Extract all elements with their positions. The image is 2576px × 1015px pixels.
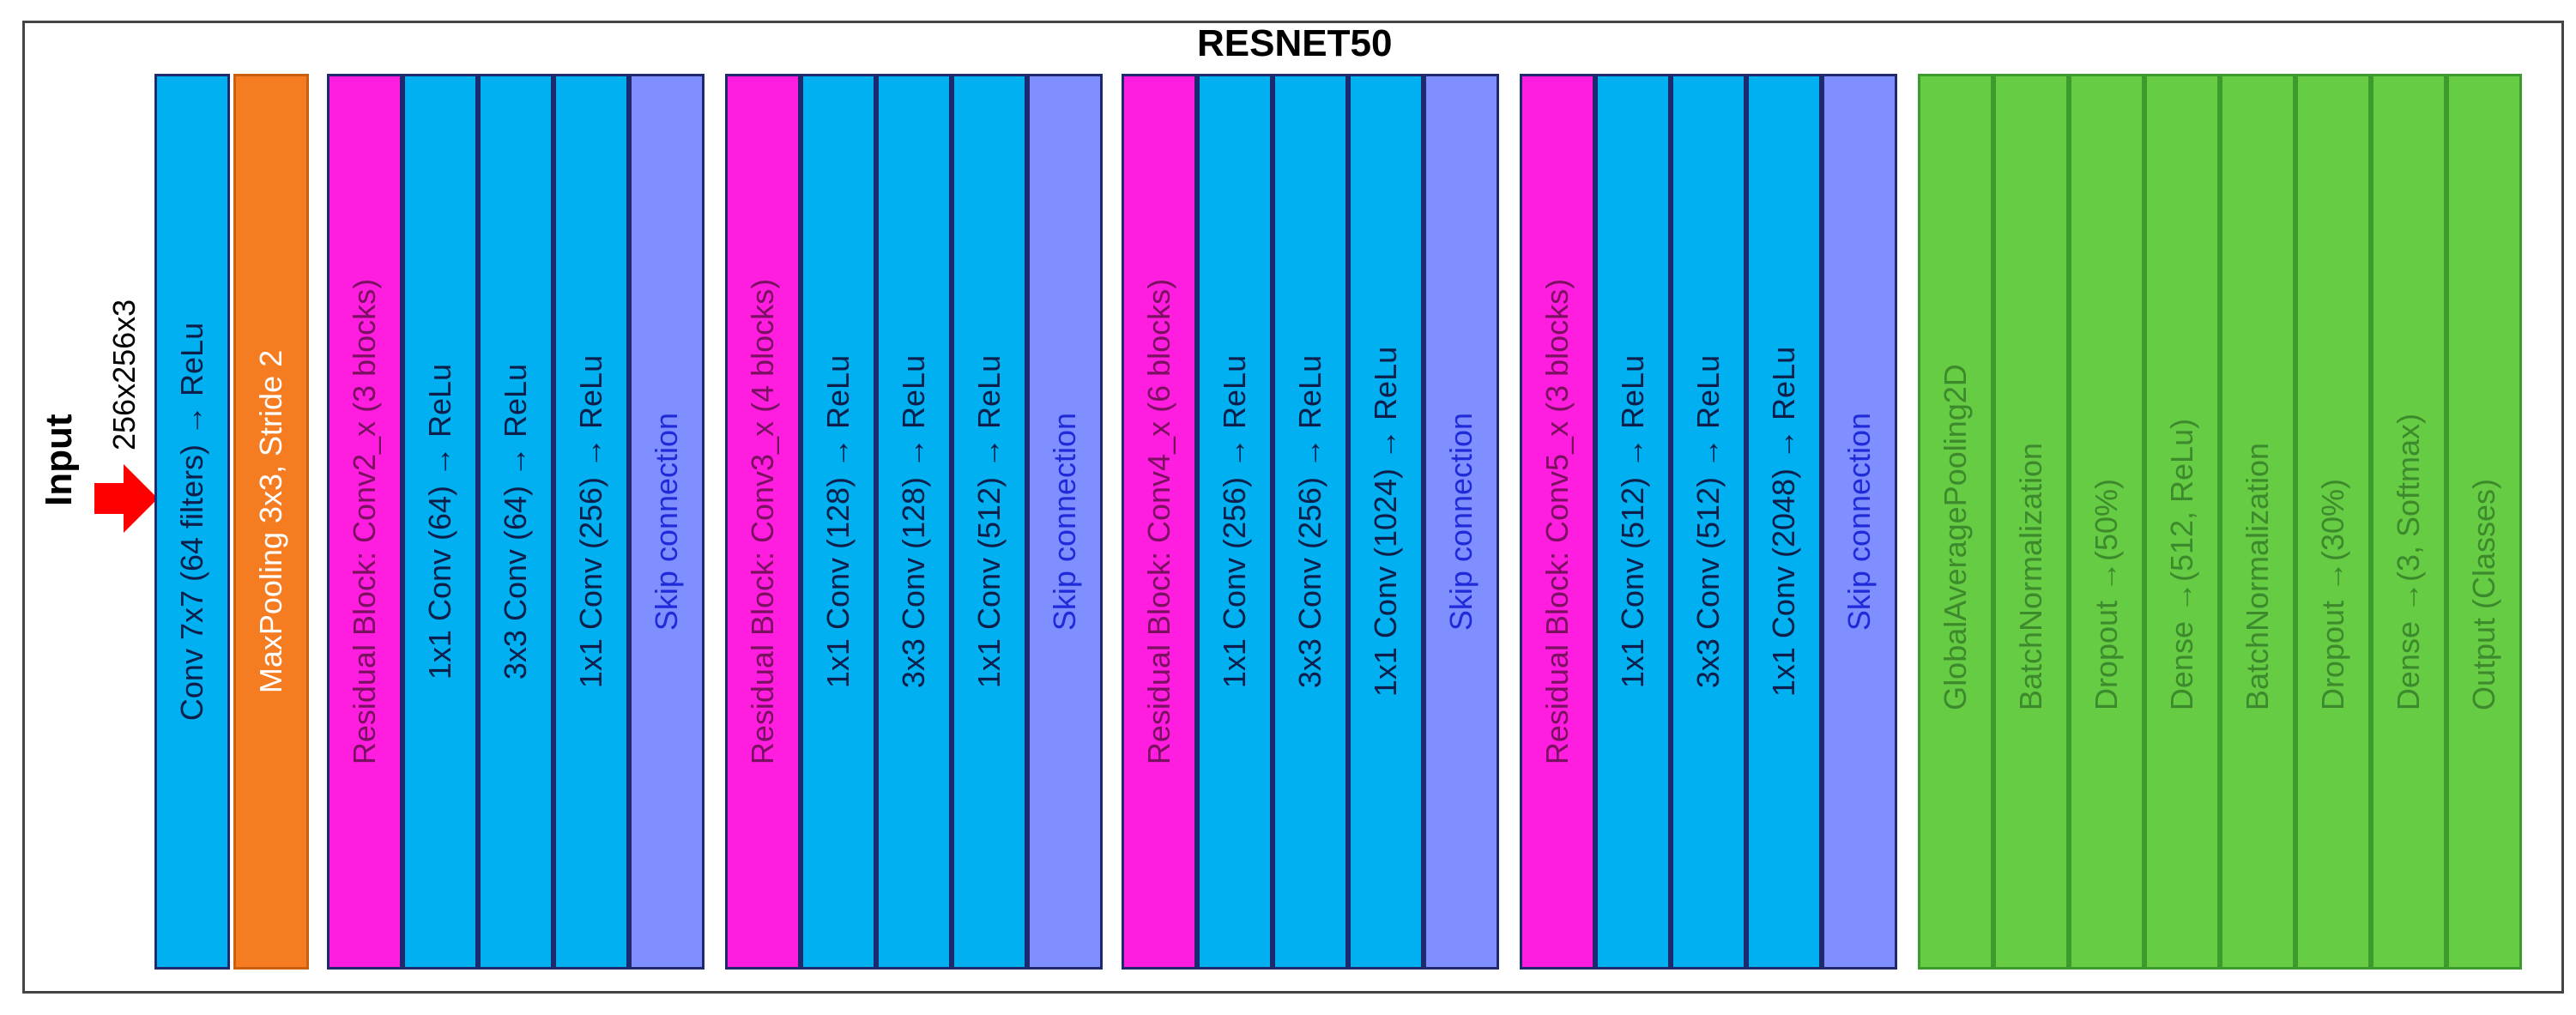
head-layer-2-label: Dropout →(50%) (2089, 478, 2124, 711)
stage5-conv-layer-1: 1x1 Conv (512) → ReLu (1595, 74, 1671, 970)
stage4-residual-block-label: Residual Block: Conv4_x (6 blocks) (1141, 278, 1176, 765)
stage2-conv-layer-1: 1x1 Conv (64) → ReLu (402, 74, 478, 970)
head-layer-4-label: BatchNormalization (2240, 442, 2275, 711)
stage2-conv-layer-3: 1x1 Conv (256) → ReLu (553, 74, 629, 970)
head-layer-7: Output (Classes) (2446, 74, 2522, 970)
diagram-title: RESNET50 (1197, 22, 1393, 64)
stage3-conv-layer-3: 1x1 Conv (512) → ReLu (952, 74, 1027, 970)
input-arrow-icon (94, 464, 158, 533)
stage5-residual-block: Residual Block: Conv5_x (3 blocks) (1520, 74, 1595, 970)
input-shape-label: 256x256x3 (106, 299, 142, 450)
stem-conv-layer-label: Conv 7x7 (64 filters) → ReLu (174, 322, 209, 722)
stage2-conv-layer-2-label: 3x3 Conv (64) → ReLu (498, 363, 533, 680)
stage2-skip-connection-label: Skip connection (649, 412, 684, 631)
head-layer-1-label: BatchNormalization (2013, 442, 2048, 711)
stage3-conv-layer-1: 1x1 Conv (128) → ReLu (801, 74, 876, 970)
stage5-skip-connection-label: Skip connection (1841, 412, 1877, 631)
stage3-conv-layer-2: 3x3 Conv (128) → ReLu (876, 74, 952, 970)
head-layer-5: Dropout →(30%) (2295, 74, 2371, 970)
stage5-conv-layer-3: 1x1 Conv (2048) → ReLu (1746, 74, 1822, 970)
stage2-residual-block: Residual Block: Conv2_x (3 blocks) (327, 74, 402, 970)
stage4-skip-connection: Skip connection (1424, 74, 1499, 970)
head-layer-3: Dense →(512, ReLu) (2144, 74, 2220, 970)
head-layer-7-label: Output (Classes) (2466, 478, 2501, 711)
stage3-conv-layer-3-label: 1x1 Conv (512) → ReLu (971, 354, 1007, 689)
diagram-frame (22, 21, 2564, 994)
head-layer-6: Dense →(3, Softmax) (2371, 74, 2446, 970)
stem-conv-layer: Conv 7x7 (64 filters) → ReLu (154, 74, 230, 970)
stage3-residual-block-label: Residual Block: Conv3_x (4 blocks) (745, 278, 780, 765)
stage3-residual-block: Residual Block: Conv3_x (4 blocks) (725, 74, 801, 970)
stage3-conv-layer-2-label: 3x3 Conv (128) → ReLu (896, 354, 931, 689)
stage2-conv-layer-3-label: 1x1 Conv (256) → ReLu (573, 354, 608, 689)
stage3-conv-layer-1-label: 1x1 Conv (128) → ReLu (820, 354, 856, 689)
stage4-conv-layer-2-label: 3x3 Conv (256) → ReLu (1292, 354, 1327, 689)
stage4-residual-block: Residual Block: Conv4_x (6 blocks) (1122, 74, 1197, 970)
head-layer-0: GlobalAveragePooling2D (1918, 74, 1993, 970)
stage2-conv-layer-1-label: 1x1 Conv (64) → ReLu (422, 363, 457, 680)
stage4-conv-layer-1: 1x1 Conv (256) → ReLu (1197, 74, 1273, 970)
stage2-skip-connection: Skip connection (629, 74, 704, 970)
head-layer-0-label: GlobalAveragePooling2D (1938, 364, 1973, 710)
stage5-residual-block-label: Residual Block: Conv5_x (3 blocks) (1539, 278, 1575, 765)
stage3-skip-connection-label: Skip connection (1047, 412, 1082, 631)
input-label: Input (38, 414, 80, 506)
stage4-skip-connection-label: Skip connection (1443, 412, 1478, 631)
stem-maxpool-layer: MaxPooling 3x3, Stride 2 (233, 74, 309, 970)
stem-maxpool-layer-label: MaxPooling 3x3, Stride 2 (253, 349, 288, 694)
stage4-conv-layer-3-label: 1x1 Conv (1024) → ReLu (1368, 346, 1403, 698)
stage4-conv-layer-1-label: 1x1 Conv (256) → ReLu (1217, 354, 1252, 689)
stage4-conv-layer-3: 1x1 Conv (1024) → ReLu (1348, 74, 1424, 970)
head-layer-2: Dropout →(50%) (2069, 74, 2144, 970)
head-layer-3-label: Dense →(512, ReLu) (2164, 418, 2199, 711)
stage5-conv-layer-3-label: 1x1 Conv (2048) → ReLu (1766, 346, 1801, 698)
head-layer-1: BatchNormalization (1993, 74, 2069, 970)
stage5-conv-layer-2-label: 3x3 Conv (512) → ReLu (1690, 354, 1726, 689)
head-layer-5-label: Dropout →(30%) (2315, 478, 2350, 711)
stage4-conv-layer-2: 3x3 Conv (256) → ReLu (1273, 74, 1348, 970)
stage3-skip-connection: Skip connection (1027, 74, 1103, 970)
stage5-conv-layer-1-label: 1x1 Conv (512) → ReLu (1615, 354, 1650, 689)
stage2-conv-layer-2: 3x3 Conv (64) → ReLu (478, 74, 553, 970)
stage5-skip-connection: Skip connection (1822, 74, 1897, 970)
stage5-conv-layer-2: 3x3 Conv (512) → ReLu (1671, 74, 1746, 970)
stage2-residual-block-label: Residual Block: Conv2_x (3 blocks) (347, 278, 382, 765)
head-layer-6-label: Dense →(3, Softmax) (2391, 413, 2426, 711)
head-layer-4: BatchNormalization (2220, 74, 2295, 970)
